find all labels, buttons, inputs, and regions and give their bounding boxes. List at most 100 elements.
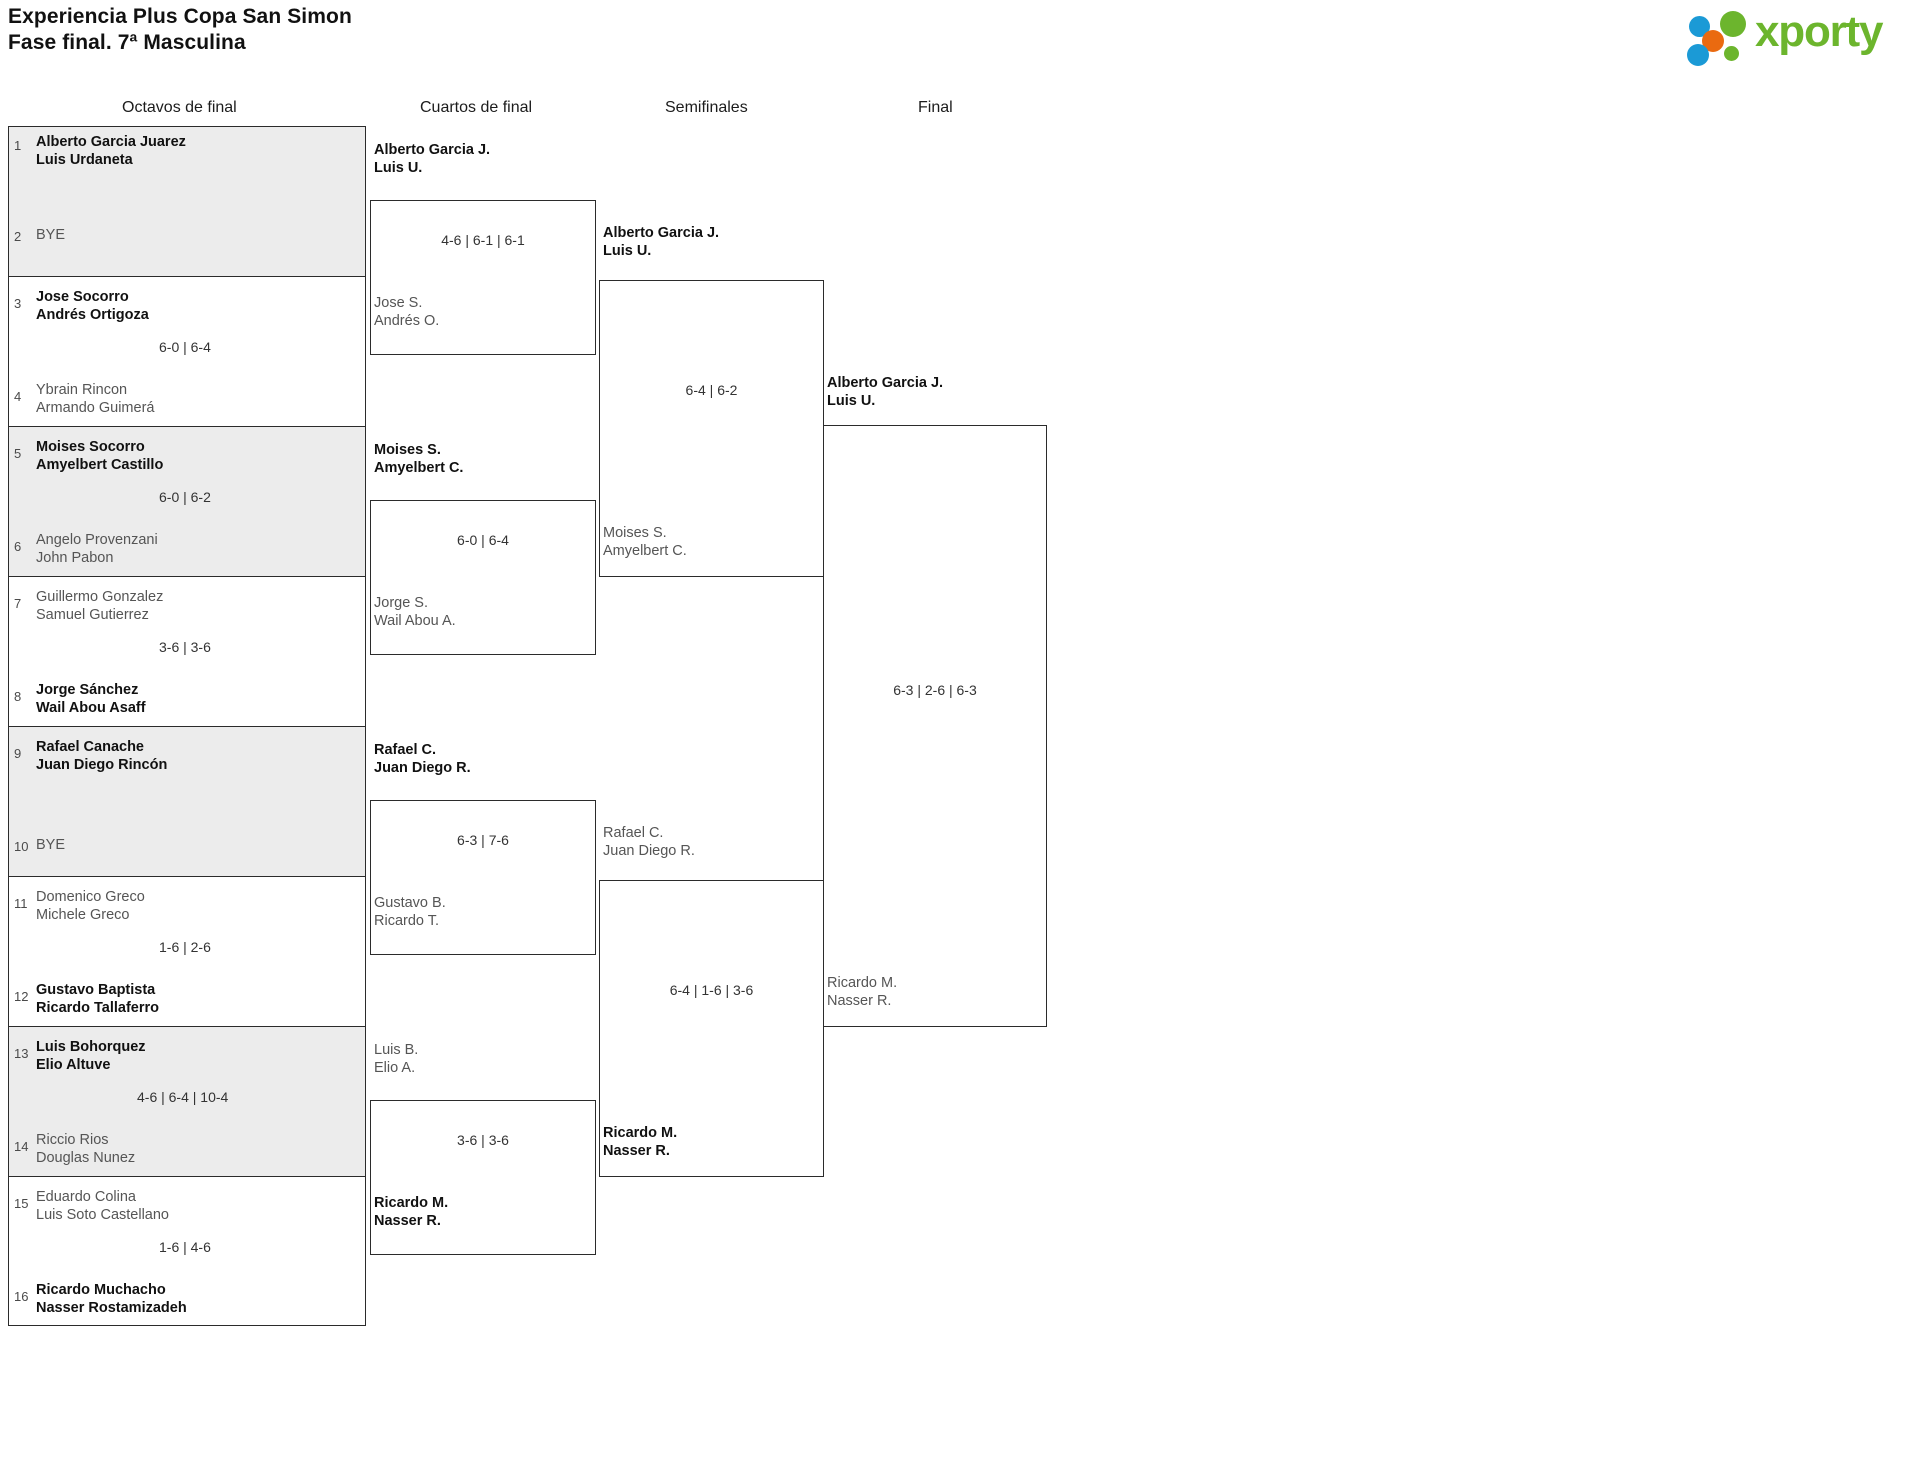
qf2-bottom-p2: Wail Abou A. (374, 613, 456, 629)
r1-team-top-p1: Guillermo Gonzalez (36, 589, 164, 605)
r1-team-top-p2: Michele Greco (36, 907, 130, 923)
qf4-entrant-bottom[interactable]: Ricardo M. Nasser R. (374, 1194, 448, 1230)
qf1-entrant-bottom[interactable]: Jose S. Andrés O. (374, 294, 439, 330)
r1-score: 1-6 | 4-6 (159, 1239, 211, 1255)
round-header-cuartos: Cuartos de final (420, 99, 533, 116)
qf3-top-p1: Rafael C. (374, 742, 437, 758)
r1-team-top-p2: Samuel Gutierrez (36, 607, 149, 623)
r1-match-6[interactable]: 11 Domenico Greco Michele Greco 1-6 | 2-… (8, 876, 366, 1026)
seed-number: 8 (14, 689, 22, 704)
logo-dot-blue-bottom (1687, 44, 1709, 66)
r1-team-top-p2: Elio Altuve (36, 1057, 111, 1073)
sf2-bottom-p2: Nasser R. (603, 1143, 670, 1159)
qf-match-1[interactable] (370, 200, 596, 355)
final-entrant-top[interactable]: Alberto Garcia J. Luis U. (827, 374, 943, 410)
r1-team-bottom-p1: Ybrain Rincon (36, 382, 128, 398)
r1-team-top-p2: Amyelbert Castillo (36, 457, 164, 473)
sf2-top-p1: Rafael C. (603, 825, 664, 841)
logo-dot-green-small (1724, 46, 1739, 61)
r1-match-1[interactable]: 1 Alberto Garcia Juarez Luis Urdaneta 2 … (8, 126, 366, 276)
sf1-top-p1: Alberto Garcia J. (603, 225, 720, 241)
qf1-top-p2: Luis U. (374, 160, 423, 176)
qf-match-2[interactable] (370, 500, 596, 655)
qf1-top-p1: Alberto Garcia J. (374, 142, 491, 158)
r1-team-bottom-p1: Angelo Provenzani (36, 532, 158, 548)
r1-team-top-p2: Andrés Ortigoza (36, 307, 149, 323)
r1-match-2[interactable]: 3 Jose Socorro Andrés Ortigoza 6-0 | 6-4… (8, 276, 366, 426)
seed-number: 12 (14, 989, 29, 1004)
qf3-score: 6-3 | 7-6 (457, 832, 509, 848)
qf-match-3[interactable] (370, 800, 596, 955)
qf1-entrant-top[interactable]: Alberto Garcia J. Luis U. (374, 141, 490, 177)
qf4-score: 3-6 | 3-6 (457, 1132, 509, 1148)
r1-match-8[interactable]: 15 Eduardo Colina Luis Soto Castellano 1… (8, 1176, 366, 1326)
sf2-entrant-bottom[interactable]: Ricardo M. Nasser R. (603, 1124, 677, 1160)
r1-team-top-p2: Luis Soto Castellano (36, 1207, 169, 1223)
round-header-semis: Semifinales (665, 99, 748, 116)
r1-match-4[interactable]: 7 Guillermo Gonzalez Samuel Gutierrez 3-… (8, 576, 366, 726)
r1-score: 4-6 | 6-4 | 10-4 (137, 1089, 229, 1105)
sf1-bottom-p2: Amyelbert C. (603, 543, 687, 559)
sf1-score: 6-4 | 6-2 (685, 382, 738, 398)
qf1-score: 4-6 | 6-1 | 6-1 (441, 232, 525, 248)
r1-team-bottom-p2: Nasser Rostamizadeh (36, 1300, 187, 1316)
seed-number: 6 (14, 539, 22, 554)
r1-team-bottom-p1: BYE (36, 227, 66, 243)
r1-team-top-p1: Luis Bohorquez (36, 1039, 146, 1055)
r1-team-bottom-p1: Riccio Rios (36, 1132, 109, 1148)
qf3-entrant-top[interactable]: Rafael C. Juan Diego R. (374, 741, 471, 777)
seed-number: 9 (14, 746, 22, 761)
sf1-entrant-top[interactable]: Alberto Garcia J. Luis U. (603, 224, 719, 260)
final-top-p2: Luis U. (827, 393, 876, 409)
sf-match-2[interactable] (599, 880, 824, 1177)
page-title: Experiencia Plus Copa San Simon Fase fin… (8, 4, 908, 56)
page-title-line-1: Experiencia Plus Copa San Simon (8, 5, 352, 28)
r1-score: 6-0 | 6-4 (159, 339, 211, 355)
qf2-score: 6-0 | 6-4 (457, 532, 509, 548)
qf-match-4[interactable] (370, 1100, 596, 1255)
r1-match-3[interactable]: 5 Moises Socorro Amyelbert Castillo 6-0 … (8, 426, 366, 576)
qf2-top-p1: Moises S. (374, 442, 441, 458)
seed-number: 11 (14, 896, 28, 911)
qf2-entrant-bottom[interactable]: Jorge S. Wail Abou A. (374, 594, 456, 630)
final-score: 6-3 | 2-6 | 6-3 (893, 682, 977, 698)
sf1-entrant-bottom[interactable]: Moises S. Amyelbert C. (603, 524, 687, 560)
qf2-entrant-top[interactable]: Moises S. Amyelbert C. (374, 441, 463, 477)
r1-team-top-p2: Luis Urdaneta (36, 152, 133, 168)
xporty-logo[interactable]: xporty (1683, 7, 1898, 66)
r1-match-7[interactable]: 13 Luis Bohorquez Elio Altuve 4-6 | 6-4 … (8, 1026, 366, 1176)
qf4-bottom-p1: Ricardo M. (374, 1195, 449, 1211)
qf2-bottom-p1: Jorge S. (374, 595, 428, 611)
sf2-entrant-top[interactable]: Rafael C. Juan Diego R. (603, 824, 695, 860)
final-bottom-p2: Nasser R. (827, 993, 892, 1009)
sf2-bottom-p1: Ricardo M. (603, 1125, 678, 1141)
final-entrant-bottom[interactable]: Ricardo M. Nasser R. (827, 974, 897, 1010)
sf2-score: 6-4 | 1-6 | 3-6 (669, 982, 754, 998)
qf1-bottom-p1: Jose S. (374, 295, 423, 311)
final-top-p1: Alberto Garcia J. (827, 375, 944, 391)
seed-number: 7 (14, 596, 22, 611)
r1-team-top-p1: Alberto Garcia Juarez (36, 134, 186, 150)
r1-team-bottom-p1: Gustavo Baptista (36, 982, 156, 998)
seed-number: 2 (14, 229, 22, 244)
r1-team-top-p1: Moises Socorro (36, 439, 145, 455)
r1-team-bottom-p2: John Pabon (36, 550, 114, 566)
final-match[interactable] (823, 425, 1047, 1027)
r1-team-bottom-p2: Douglas Nunez (36, 1150, 136, 1166)
r1-team-bottom-p1: BYE (36, 837, 66, 853)
final-bottom-p1: Ricardo M. (827, 975, 898, 991)
page-title-line-2: Fase final. 7ª Masculina (8, 31, 246, 54)
r1-team-bottom-p1: Ricardo Muchacho (36, 1282, 166, 1298)
logo-dot-orange (1702, 30, 1724, 52)
r1-team-top-p2: Juan Diego Rincón (36, 757, 168, 773)
qf2-top-p2: Amyelbert C. (374, 460, 464, 476)
r1-team-top-p1: Eduardo Colina (36, 1189, 136, 1205)
seed-number: 10 (14, 839, 29, 854)
r1-team-bottom-p2: Armando Guimerá (36, 400, 155, 416)
r1-score: 3-6 | 3-6 (159, 639, 211, 655)
seed-number: 16 (14, 1289, 29, 1304)
qf3-entrant-bottom[interactable]: Gustavo B. Ricardo T. (374, 894, 446, 930)
qf4-entrant-top[interactable]: Luis B. Elio A. (374, 1041, 418, 1077)
r1-match-5[interactable]: 9 Rafael Canache Juan Diego Rincón 10 BY… (8, 726, 366, 876)
